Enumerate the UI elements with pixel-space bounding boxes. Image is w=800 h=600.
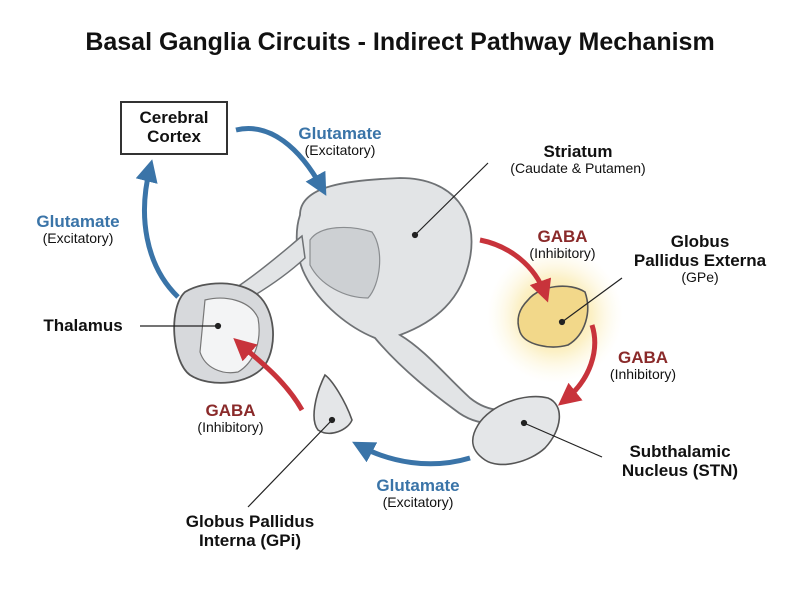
leader-stn	[523, 422, 603, 458]
arrow-cortex-to-striatum	[235, 126, 327, 196]
thalamus-to-cortex-effect: (Excitatory)	[42, 230, 114, 247]
gpi-name-line1: Globus Pallidus	[185, 512, 315, 531]
striatum-name: Striatum	[543, 142, 613, 161]
striatum-to-gpe-label: GABA (Inhibitory)	[515, 227, 610, 262]
caudate-inner-shape	[309, 226, 381, 299]
cortex-to-striatum-transmitter: Glutamate	[298, 124, 382, 143]
cerebral-cortex-label-line2: Cortex	[147, 127, 201, 146]
thalamus-to-cortex-label: Glutamate (Excitatory)	[18, 212, 138, 247]
diagram-title: Basal Ganglia Circuits - Indirect Pathwa…	[85, 28, 715, 56]
leader-thalamus-dot	[214, 322, 222, 330]
leader-striatum-dot	[411, 231, 419, 239]
gpe-to-stn-effect: (Inhibitory)	[609, 366, 677, 383]
arrow-striatum-to-gpe	[479, 237, 552, 303]
leader-stn-dot	[520, 419, 528, 427]
striatum-subtitle: (Caudate & Putamen)	[510, 160, 646, 177]
gpi-to-thalamus-label: GABA (Inhibitory)	[183, 401, 278, 436]
arrow-gpe-to-stn	[557, 324, 598, 406]
gpe-to-stn-transmitter: GABA	[617, 348, 669, 367]
cerebral-cortex-box: Cerebral Cortex	[120, 101, 228, 155]
leader-gpi-dot	[328, 416, 336, 424]
gpe-abbreviation: (GPe)	[681, 269, 719, 286]
gpi-shape	[313, 373, 353, 435]
arrow-gpi-to-thalamus	[233, 338, 305, 412]
gpi-name-line2: Interna (GPi)	[198, 531, 301, 551]
stn-shape	[471, 395, 561, 466]
stn-to-gpi-label: Glutamate (Excitatory)	[348, 476, 488, 511]
stn-name-line1: Subthalamic	[629, 442, 731, 461]
thalamus-name: Thalamus	[43, 316, 123, 335]
stn-to-gpi-effect: (Excitatory)	[382, 494, 454, 511]
gpi-label: Globus Pallidus Interna (GPi)	[160, 512, 340, 550]
gpe-label: Globus Pallidus Externa (GPe)	[615, 232, 785, 286]
arrow-stn-to-gpi	[352, 441, 471, 467]
cerebral-cortex-label-line1: Cerebral	[139, 108, 209, 128]
thalamus-highlight-face	[199, 297, 260, 374]
arrow-thalamus-to-cortex	[135, 159, 180, 299]
gpi-to-thalamus-transmitter: GABA	[205, 401, 256, 420]
cortex-to-striatum-label: Glutamate (Excitatory)	[270, 124, 410, 159]
leader-striatum	[414, 162, 489, 236]
striatum-to-gpe-effect: (Inhibitory)	[529, 245, 596, 262]
striatum-to-gpe-transmitter: GABA	[537, 227, 588, 246]
gpe-name-line1: Globus	[670, 232, 730, 251]
gpe-to-stn-label: GABA (Inhibitory)	[598, 348, 688, 383]
striatum-label: Striatum (Caudate & Putamen)	[488, 142, 668, 177]
leader-gpe-dot	[558, 318, 566, 326]
stn-name-line2: Nucleus (STN)	[621, 461, 739, 481]
gpi-to-thalamus-effect: (Inhibitory)	[197, 419, 264, 436]
thalamus-to-cortex-transmitter: Glutamate	[36, 212, 120, 231]
thalamus-label: Thalamus	[28, 316, 138, 335]
stn-to-gpi-transmitter: Glutamate	[376, 476, 460, 495]
leader-gpe	[561, 277, 623, 323]
leader-gpi	[247, 419, 333, 508]
stn-label: Subthalamic Nucleus (STN)	[600, 442, 760, 480]
cortex-to-striatum-effect: (Excitatory)	[304, 142, 376, 159]
gpe-name-line2: Pallidus Externa	[633, 251, 767, 271]
